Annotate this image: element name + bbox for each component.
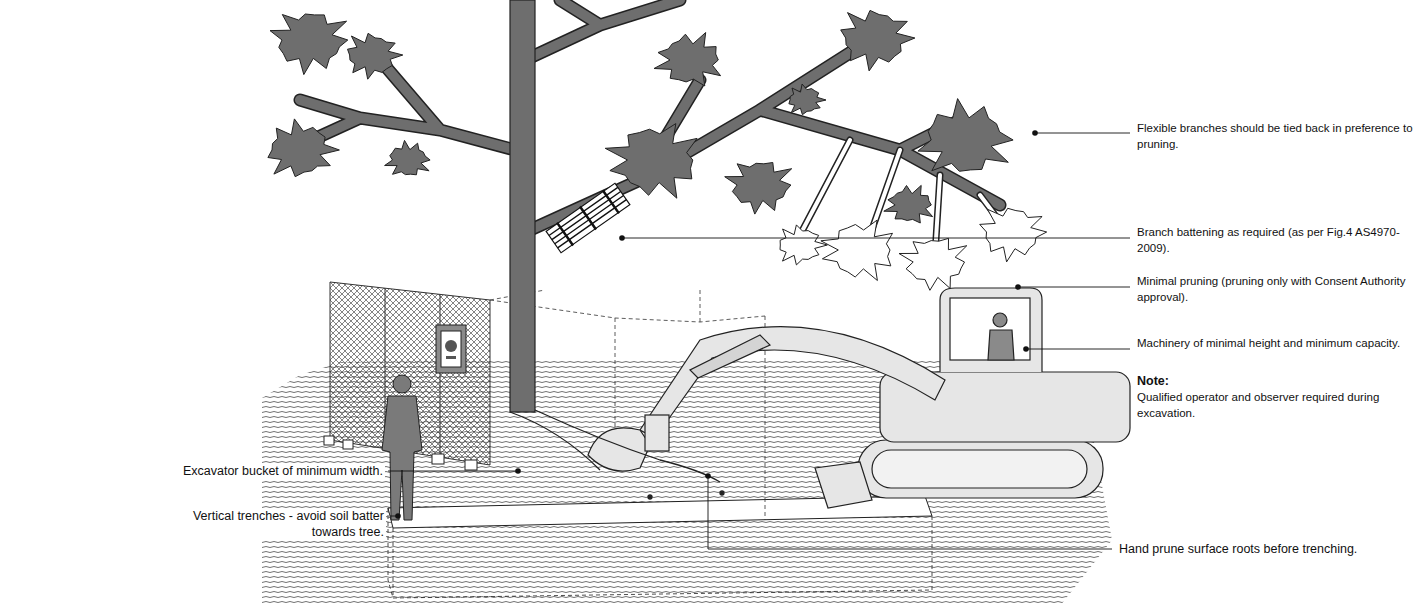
illustration-rect xyxy=(950,298,1030,360)
illustration-rect xyxy=(446,356,456,359)
illustration-circle xyxy=(720,491,724,495)
illustration-rect xyxy=(432,454,444,464)
leader-dots xyxy=(395,130,1038,519)
illustration-path xyxy=(940,288,1042,372)
foliage xyxy=(268,119,340,177)
callout-label: Flexible branches should be tied back in… xyxy=(1135,120,1427,152)
illustration-path xyxy=(510,412,600,470)
note-heading: Note: xyxy=(1135,373,1171,389)
illustration-line xyxy=(440,294,441,457)
illustration-path xyxy=(388,471,518,472)
illustration-rect xyxy=(872,450,1087,488)
surface-roots xyxy=(510,410,724,499)
illustration-path xyxy=(393,516,932,598)
illustration-path xyxy=(588,428,650,471)
illustration-rect xyxy=(858,440,1103,498)
illustration-circle xyxy=(445,340,457,352)
illustration-rect xyxy=(510,0,535,412)
illustration-path xyxy=(557,190,619,245)
leader-lines xyxy=(388,133,1130,549)
illustration-path xyxy=(708,476,1112,549)
illustration-rect xyxy=(546,183,630,252)
illustration-rect xyxy=(436,325,466,373)
illustration-circle xyxy=(1015,284,1021,290)
callout-label: Minimal pruning (pruning only with Conse… xyxy=(1135,273,1427,305)
illustration-circle xyxy=(515,468,521,474)
illustration-rect xyxy=(465,460,477,470)
foliage xyxy=(270,14,348,75)
illustration-path xyxy=(549,187,626,247)
illustration-path xyxy=(290,0,1000,230)
illustration-circle xyxy=(395,513,401,519)
illustration-rect xyxy=(441,331,461,367)
observer-figure xyxy=(382,375,422,520)
illustration-rect xyxy=(324,436,334,445)
illustration-circle xyxy=(619,235,625,241)
illustration-rect xyxy=(645,415,669,451)
illustration-path xyxy=(640,327,945,438)
illustration-path xyxy=(388,508,393,598)
pruned-foliage xyxy=(821,220,893,280)
illustration-g xyxy=(290,0,1010,255)
foliage xyxy=(348,33,403,79)
illustration-g xyxy=(268,10,1047,290)
callout-label: Machinery of minimal height and minimum … xyxy=(1135,335,1402,351)
pruned-foliage xyxy=(780,225,827,265)
illustration-path xyxy=(622,238,1130,239)
illustration-circle xyxy=(1023,346,1029,352)
illustration-circle xyxy=(393,375,411,393)
pruned-foliage xyxy=(980,208,1047,262)
foliage xyxy=(654,33,721,86)
callout-label: Branch battening as required (as per Fig… xyxy=(1135,224,1427,256)
pruned-foliage xyxy=(899,238,967,290)
illustration-path xyxy=(988,330,1014,360)
trench xyxy=(388,496,932,598)
callout-label: Vertical trenches - avoid soil batter to… xyxy=(147,508,386,540)
illustration-path xyxy=(1026,349,1130,350)
foliage xyxy=(385,140,431,174)
callout-label: Qualified operator and observer required… xyxy=(1135,389,1427,421)
foliage xyxy=(884,185,933,223)
protection-fence xyxy=(324,282,765,520)
foliage xyxy=(789,84,826,115)
illustration-path xyxy=(1018,287,1130,288)
illustration-circle xyxy=(648,495,652,499)
illustration-circle xyxy=(705,473,711,479)
callout-label: Hand prune surface roots before trenchin… xyxy=(1117,541,1359,557)
illustration-path xyxy=(382,396,422,520)
illustration-path xyxy=(690,335,770,378)
illustration-rect xyxy=(343,440,353,449)
illustration-circle xyxy=(1032,130,1038,136)
illustration-path xyxy=(535,410,720,482)
branch-battening xyxy=(546,182,631,253)
foliage xyxy=(725,163,792,215)
foliage xyxy=(605,124,697,199)
illustration-polygon xyxy=(815,462,872,508)
tree xyxy=(268,0,1047,412)
illustration-path xyxy=(290,0,1000,230)
illustration-circle xyxy=(993,313,1007,327)
callout-label: Excavator bucket of minimum width. xyxy=(181,463,385,479)
foliage xyxy=(841,10,915,71)
foliage xyxy=(918,99,1013,172)
excavator xyxy=(588,288,1130,508)
illustration-path xyxy=(1035,133,1130,134)
